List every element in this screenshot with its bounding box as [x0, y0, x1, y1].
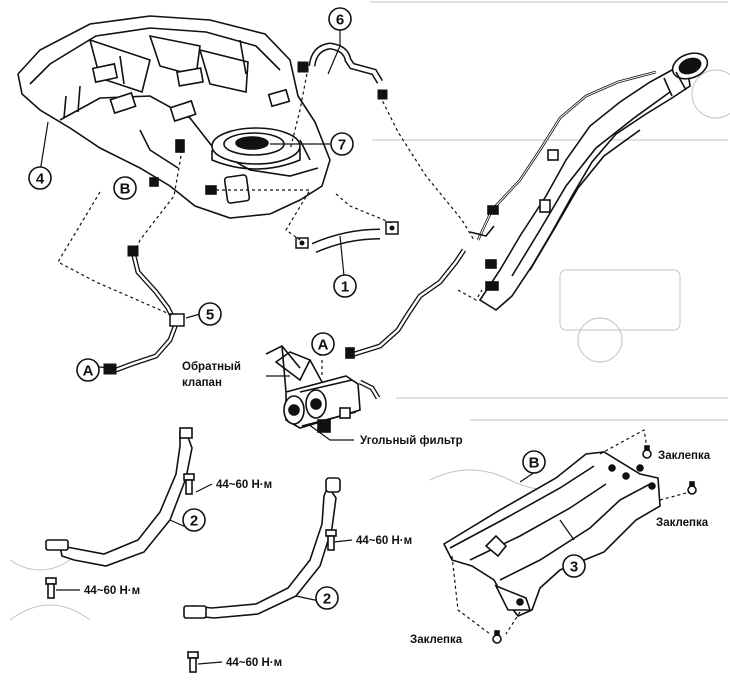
callout-2-right: 2	[323, 591, 331, 608]
fuel-tank	[17, 15, 331, 219]
torque-strap1-upper: 44~60 Н·м	[216, 479, 272, 491]
check-valve-label-line1: Обратный	[182, 361, 241, 373]
check-valve-label-line2: клапан	[182, 377, 222, 389]
callout-circles	[28, 7, 586, 610]
callout-2-left: 2	[190, 513, 198, 530]
hose-1	[295, 221, 399, 254]
callout-b-tank: B	[120, 181, 131, 198]
callout-1: 1	[341, 279, 349, 296]
strap-2-left	[45, 427, 193, 567]
callout-3: 3	[570, 559, 578, 576]
filler-neck	[469, 52, 709, 311]
dashed-reference-lines	[57, 67, 691, 635]
tube-5	[103, 245, 185, 375]
callout-5: 5	[206, 307, 214, 324]
callout-b-shield: B	[529, 455, 540, 472]
rivet-right-label: Заклепка	[656, 517, 709, 529]
callout-a-filter: A	[318, 337, 329, 354]
callout-text: 6 7 1 4 B 5 A A 2 2 B 3	[36, 12, 578, 608]
callout-7: 7	[338, 137, 346, 154]
rivet-top-label: Заклепка	[658, 450, 711, 462]
hose-6	[297, 42, 388, 100]
bolts	[45, 473, 337, 673]
text-labels: Обратный клапан Угольный фильтр Заклепка…	[84, 361, 711, 669]
torque-strap2-upper: 44~60 Н·м	[356, 535, 412, 547]
rivet-bottom-label: Заклепка	[410, 634, 463, 646]
heat-shield-3	[442, 451, 661, 617]
callout-6: 6	[336, 12, 344, 29]
callout-4: 4	[36, 171, 45, 188]
torque-strap1-lower: 44~60 Н·м	[84, 585, 140, 597]
evap-line	[347, 248, 467, 400]
torque-strap2-lower: 44~60 Н·м	[226, 657, 282, 669]
strap-2-right	[183, 477, 341, 619]
callout-a-pipe: A	[83, 363, 94, 380]
charcoal-canister	[265, 344, 361, 433]
charcoal-filter-label: Угольный фильтр	[360, 435, 463, 447]
